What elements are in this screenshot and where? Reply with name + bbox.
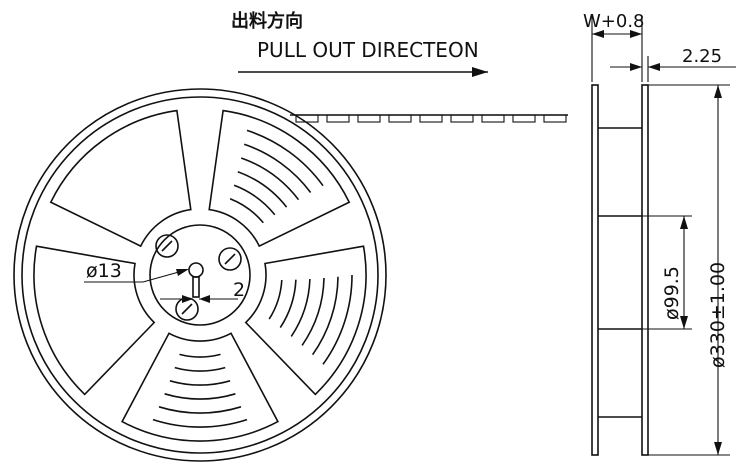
reel-slot-arc <box>301 277 325 346</box>
reel-window <box>244 245 367 396</box>
tape-pocket <box>388 114 412 123</box>
hub-mount-hole <box>218 247 242 271</box>
reel-window <box>49 109 192 248</box>
reel-window <box>208 109 351 248</box>
hub-mount-hole <box>155 234 179 258</box>
reel-diameter-label: ø330±1.00 <box>707 262 729 368</box>
tape-pocket <box>450 114 474 123</box>
flange-thickness-dimension: 2.25 <box>610 46 736 82</box>
pull-out-direction-en: PULL OUT DIRECTEON <box>257 38 479 62</box>
tape-pocket <box>357 114 381 123</box>
pull-out-arrow <box>238 67 488 77</box>
reel-window <box>121 332 279 442</box>
reel-slot-arc <box>164 393 236 400</box>
tape-pocket <box>326 114 350 123</box>
reel-inner-rim <box>21 96 379 454</box>
reel-slot-arc <box>240 157 300 201</box>
tape-pocket <box>419 114 443 123</box>
tape-pocket <box>543 114 567 123</box>
hub-diameter-dimension: ø99.5 <box>642 215 692 330</box>
carrier-tape <box>290 114 568 123</box>
width-dimension: W+0.8 <box>583 11 645 82</box>
reel-slot-arc <box>174 366 226 372</box>
reel-slot-arc <box>311 276 339 356</box>
reel-slot-arc <box>322 274 353 365</box>
hub-hole-label: ø13 <box>86 260 122 282</box>
reel-front-view: ø13 2 <box>13 88 387 462</box>
left-flange <box>591 84 599 456</box>
flange-thickness-label: 2.25 <box>682 46 722 67</box>
width-label: W+0.8 <box>583 11 645 32</box>
reel-diameter-dimension: ø330±1.00 <box>648 84 730 456</box>
center-hole <box>188 262 204 278</box>
pull-out-direction-cn: 出料方向 <box>231 10 303 32</box>
reel-slot-arc <box>233 184 276 216</box>
reel-hub <box>149 224 251 326</box>
reel-side-view: W+0.8 2.25 ø330±1.00 ø99.5 <box>583 11 736 456</box>
reel-slot-arc <box>290 278 311 337</box>
reel-slot-arc <box>152 418 248 428</box>
reel-slot-arc <box>243 143 312 193</box>
reel-outer-rim <box>13 88 387 462</box>
slot-width-label: 2 <box>233 279 245 301</box>
center-slot <box>192 276 200 298</box>
reel-slot-arc <box>169 380 231 386</box>
right-flange <box>641 84 649 456</box>
reel-slot-arc <box>279 279 297 329</box>
reel-slot-arc <box>246 129 324 187</box>
hub-hole-dimension: ø13 <box>84 260 189 283</box>
slot-width-dimension: 2 <box>160 279 245 303</box>
reel-slot-arc <box>179 353 221 358</box>
reel-slot-arc <box>237 170 288 208</box>
tape-pocket <box>481 114 505 123</box>
tape-pocket <box>512 114 536 123</box>
reel-slot-arc <box>268 279 283 320</box>
hub-diameter-label: ø99.5 <box>661 266 683 320</box>
reel-slot-arc <box>229 197 264 224</box>
reel-slot-arc <box>158 406 242 414</box>
reel-window <box>33 245 156 396</box>
